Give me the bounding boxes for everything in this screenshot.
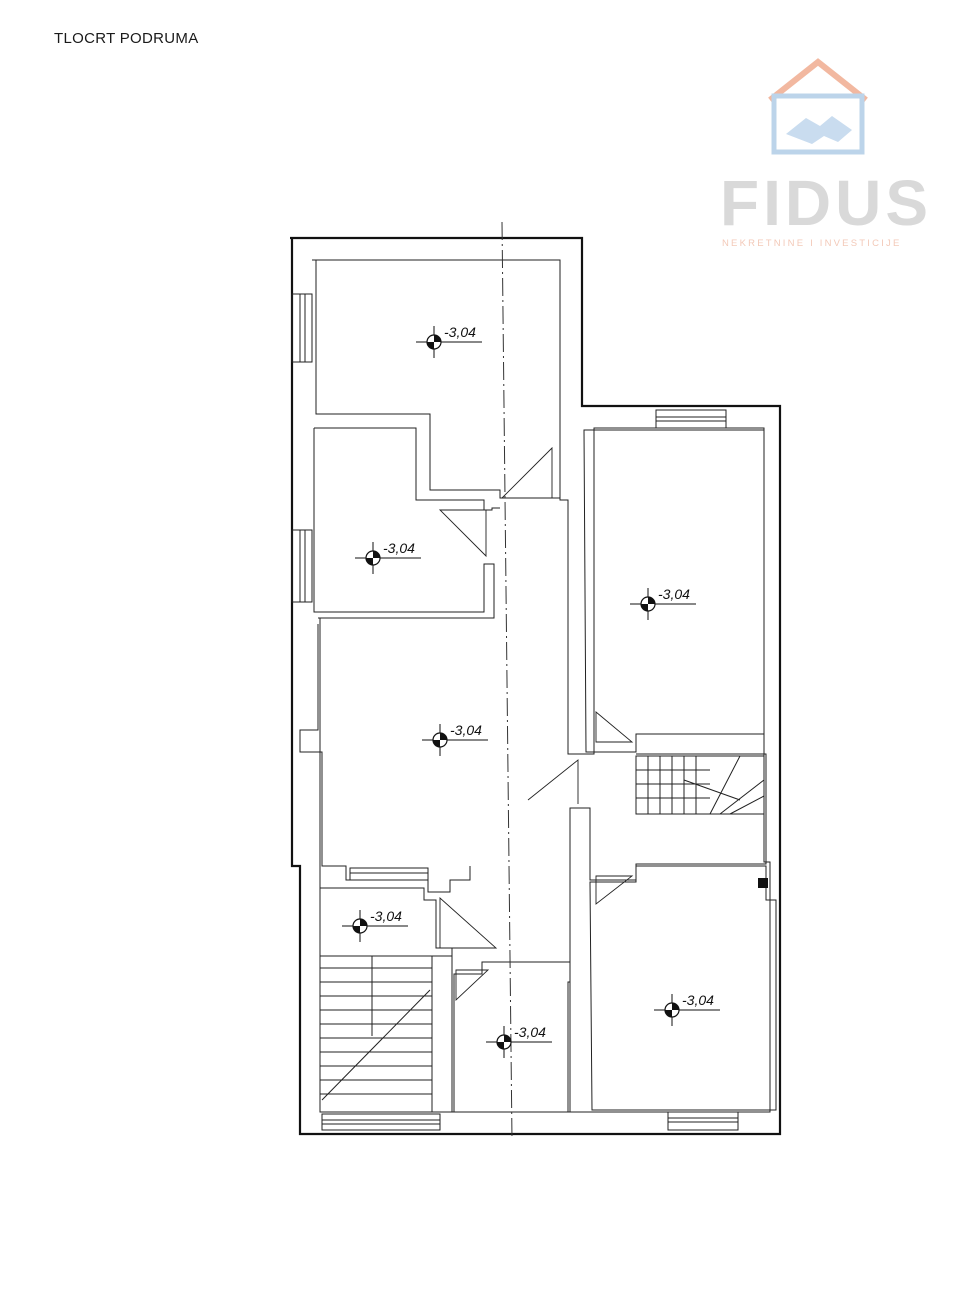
wall-room-small-left [314, 427, 500, 511]
watermark-brand: FIDUS [720, 167, 932, 239]
doors [438, 446, 634, 1002]
level-marker-room-right-lower: -3,04 [654, 992, 720, 1026]
wall-room-right-lower [589, 865, 777, 1111]
windows [291, 293, 739, 1131]
level-label: -3,04 [444, 324, 476, 340]
level-markers: -3,04 -3,04 -3,04 -3,04 -3,04 -3,04 -3,04 [342, 324, 720, 1058]
level-marker-room-stair-lobby: -3,04 [342, 908, 408, 942]
watermark-tagline: NEKRETNINE I INVESTICIJE [722, 238, 902, 249]
wall-room-small-left-lower [313, 428, 495, 619]
level-label: -3,04 [682, 992, 714, 1008]
level-label: -3,04 [514, 1024, 546, 1040]
column-marker [758, 878, 768, 888]
level-marker-room-top-left: -3,04 [416, 324, 482, 358]
level-marker-room-central-hall: -3,04 [422, 722, 488, 756]
house-roof-icon [768, 58, 868, 155]
staircase-right [635, 755, 765, 815]
level-label: -3,04 [370, 908, 402, 924]
level-label: -3,04 [658, 586, 690, 602]
level-label: -3,04 [383, 540, 415, 556]
wall-room-top-left [312, 259, 561, 499]
level-marker-room-right-upper: -3,04 [630, 586, 696, 620]
handshake-icon [786, 116, 852, 144]
staircase-left [319, 955, 453, 1113]
level-marker-room-small-bottom: -3,04 [486, 1024, 552, 1058]
wall-central-hall [299, 624, 471, 893]
plan-title: TLOCRT PODRUMA [54, 30, 199, 47]
level-label: -3,04 [450, 722, 482, 738]
level-marker-room-small-left: -3,04 [355, 540, 421, 574]
fidus-logo-watermark [768, 58, 868, 155]
axis-line [501, 221, 513, 1141]
wall-room-right-upper [583, 429, 765, 753]
